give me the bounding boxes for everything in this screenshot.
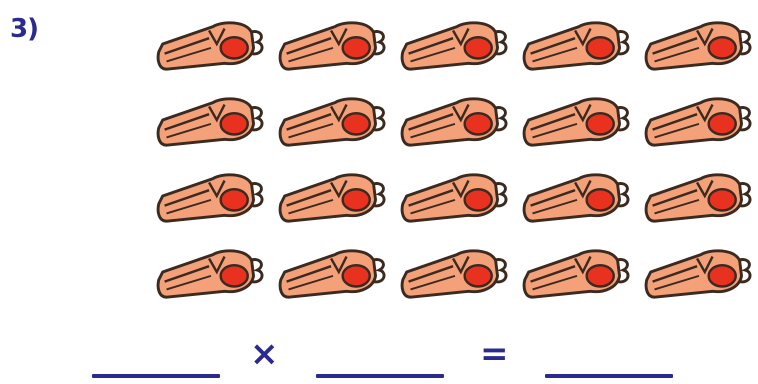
whistle-item	[638, 158, 758, 234]
whistle-icon	[278, 249, 386, 299]
whistle-item	[150, 82, 272, 158]
whistle-item	[516, 82, 638, 158]
whistle-item	[638, 6, 758, 82]
answer-blank-product[interactable]	[545, 374, 673, 378]
whistle-item	[638, 82, 758, 158]
whistle-icon	[644, 21, 752, 71]
whistle-item	[516, 158, 638, 234]
whistle-icon	[644, 173, 752, 223]
whistle-item	[638, 234, 758, 310]
whistle-icon	[400, 173, 508, 223]
whistle-grid	[150, 6, 758, 306]
whistle-item	[516, 6, 638, 82]
whistle-item	[394, 234, 516, 310]
whistle-icon	[644, 249, 752, 299]
whistle-item	[272, 234, 394, 310]
whistle-icon	[156, 249, 264, 299]
whistle-icon	[278, 97, 386, 147]
times-sign: ×	[250, 334, 279, 374]
whistle-item	[394, 82, 516, 158]
whistle-item	[394, 6, 516, 82]
answer-blank-columns[interactable]	[316, 374, 444, 378]
multiplication-equation: × =	[0, 330, 758, 384]
whistle-icon	[522, 21, 630, 71]
whistle-icon	[156, 97, 264, 147]
whistle-icon	[278, 21, 386, 71]
answer-blank-rows[interactable]	[92, 374, 220, 378]
whistle-item	[150, 158, 272, 234]
equals-sign: =	[480, 334, 509, 374]
whistle-icon	[522, 97, 630, 147]
whistle-icon	[522, 173, 630, 223]
whistle-icon	[522, 249, 630, 299]
whistle-item	[150, 6, 272, 82]
problem-number: 3)	[10, 14, 39, 44]
whistle-item	[150, 234, 272, 310]
whistle-item	[272, 6, 394, 82]
whistle-icon	[156, 173, 264, 223]
whistle-icon	[400, 97, 508, 147]
whistle-icon	[400, 21, 508, 71]
whistle-item	[394, 158, 516, 234]
whistle-item	[272, 158, 394, 234]
whistle-icon	[278, 173, 386, 223]
whistle-icon	[156, 21, 264, 71]
whistle-icon	[400, 249, 508, 299]
whistle-item	[516, 234, 638, 310]
whistle-icon	[644, 97, 752, 147]
whistle-item	[272, 82, 394, 158]
